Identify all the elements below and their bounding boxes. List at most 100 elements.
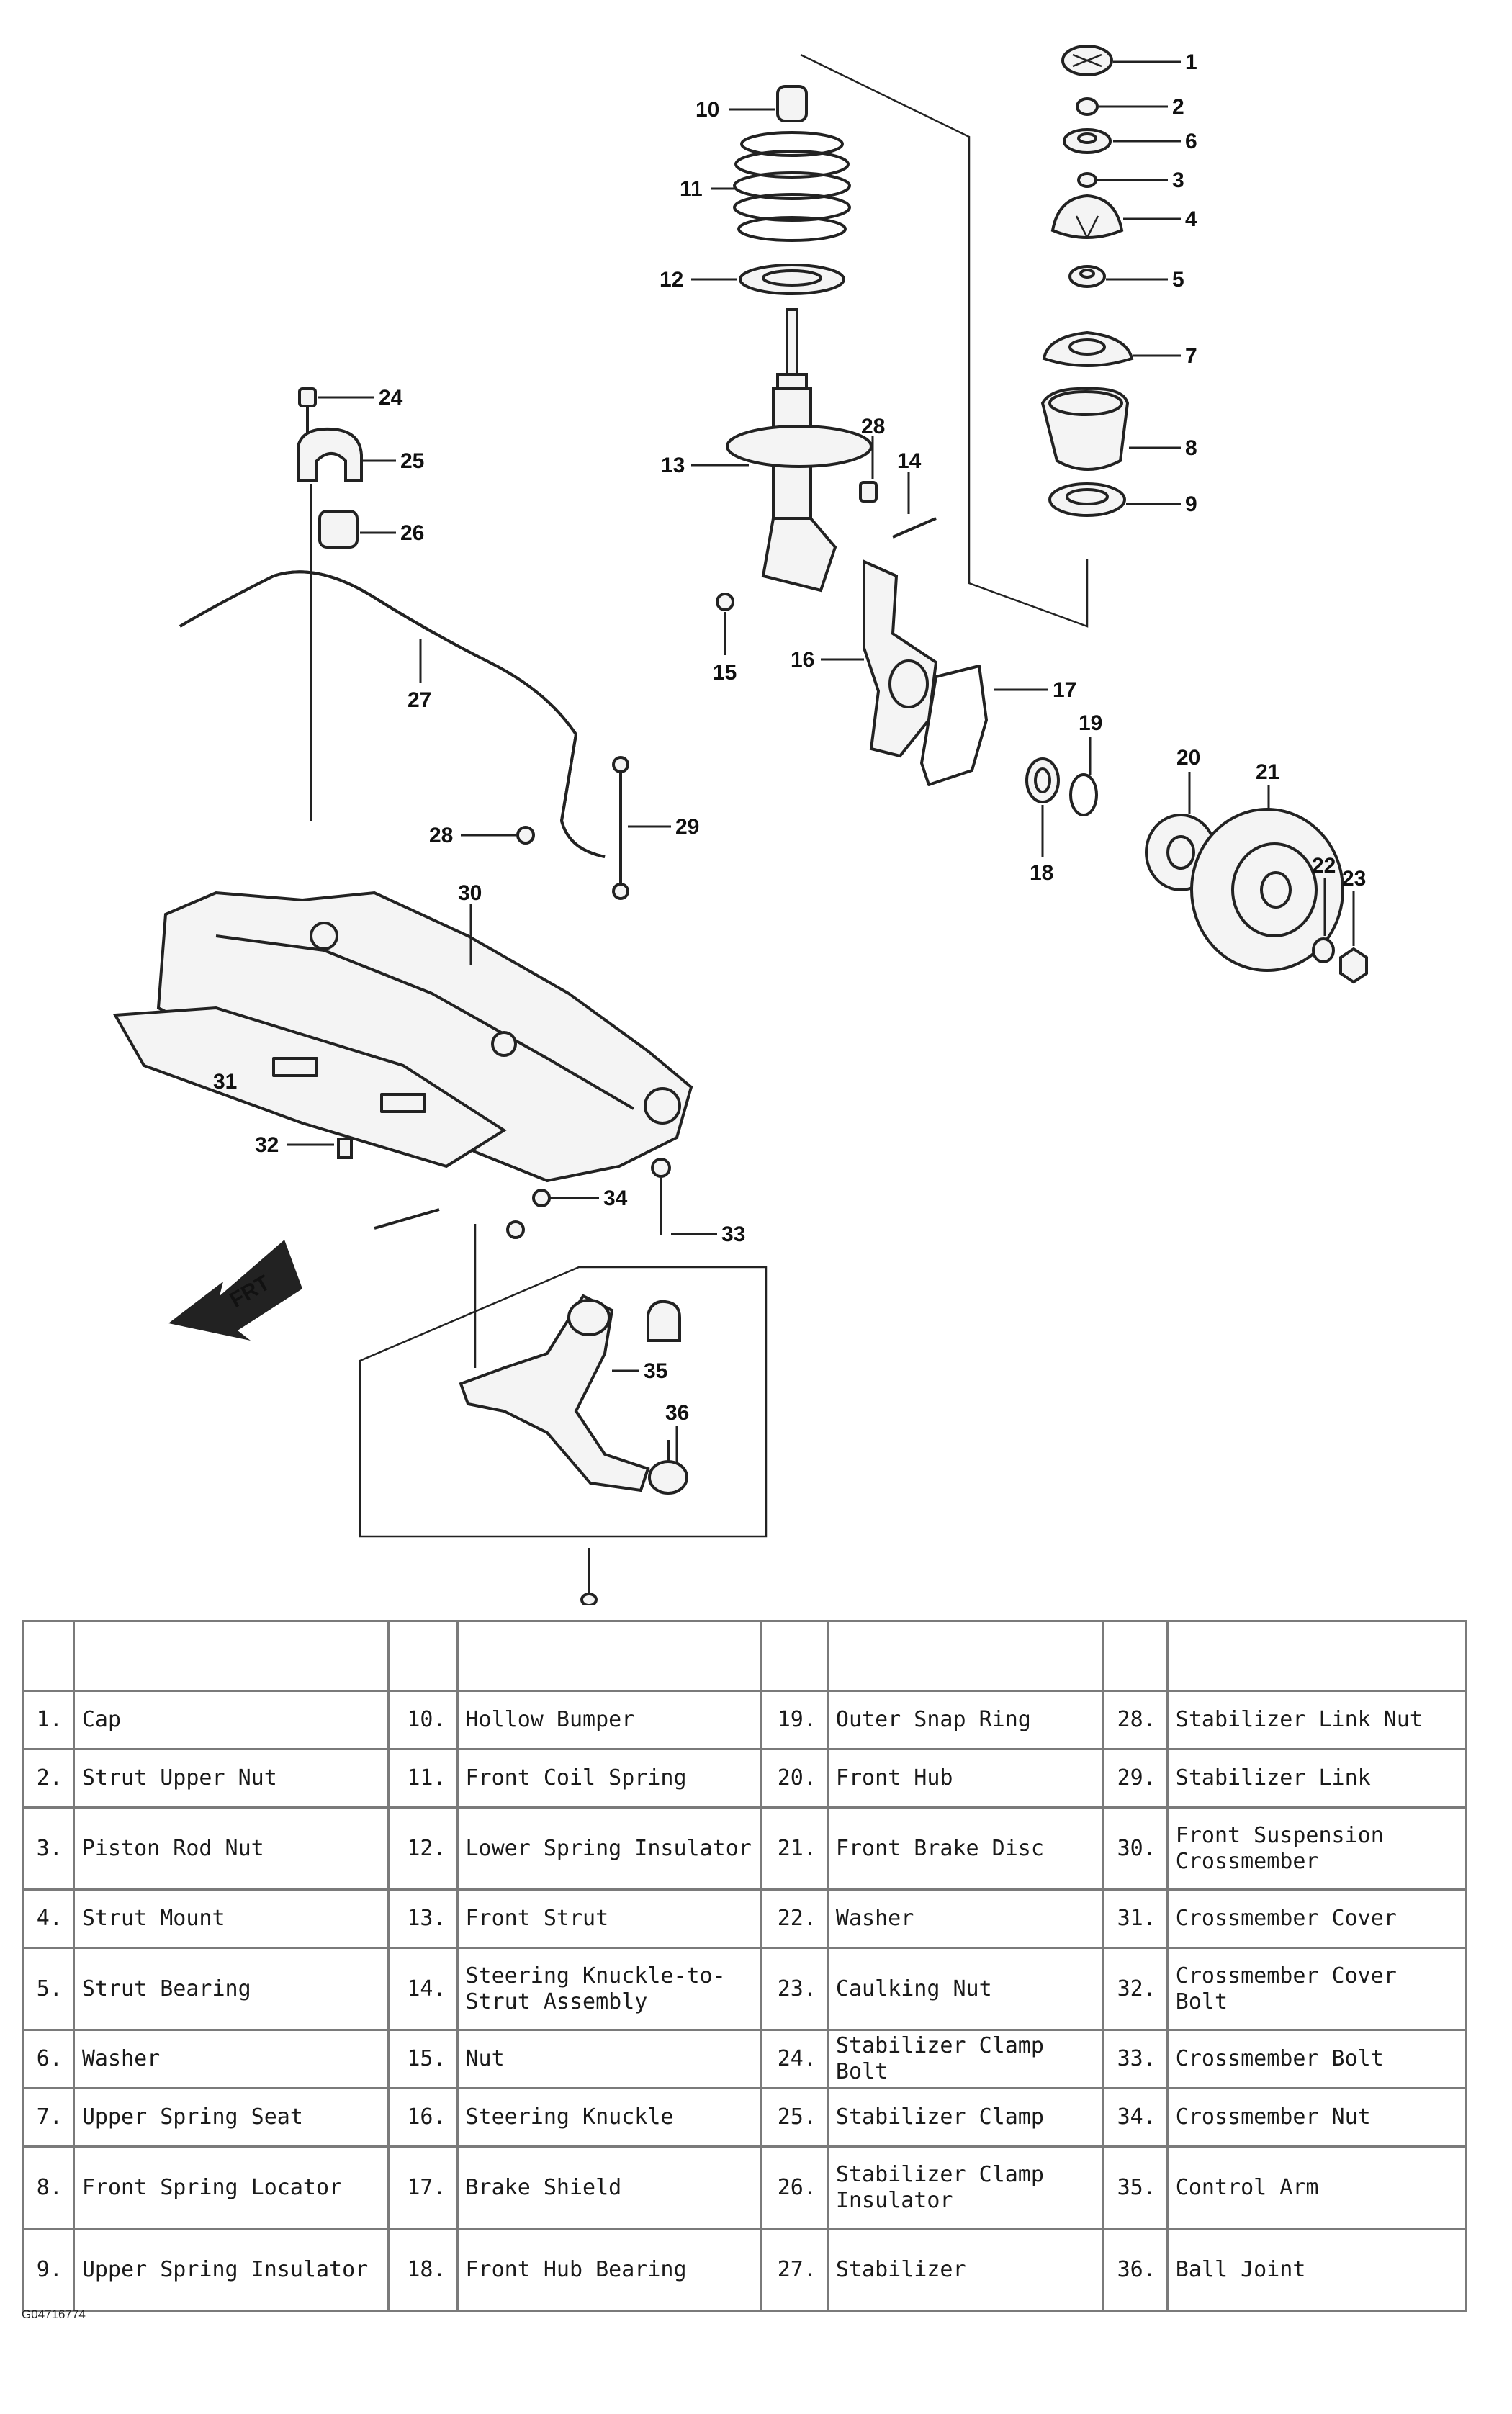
callout-11: 11: [680, 177, 703, 201]
legend-item-number: 26.: [759, 2145, 829, 2230]
washer-22-part: [1312, 937, 1335, 963]
upper-spring-seat-part: [1042, 330, 1134, 367]
callout-10: 10: [696, 98, 719, 122]
legend-item-name: Ball Joint: [1166, 2228, 1468, 2312]
upper-spring-insulator-part: [1048, 482, 1126, 517]
front-strut-part: [726, 308, 873, 593]
callout-20: 20: [1176, 746, 1200, 770]
stabilizer-bar-part: [179, 570, 606, 858]
crossmember-cover-part: [112, 1006, 507, 1168]
front-coil-spring-part: [733, 131, 851, 242]
callout-19: 19: [1079, 711, 1102, 735]
legend-item-name: Lower Spring Insulator: [456, 1806, 762, 1891]
legend-item-name: Crossmember Cover: [1166, 1888, 1468, 1949]
legend-item-name: Strut Upper Nut: [72, 1748, 390, 1809]
callout-25: 25: [400, 449, 424, 473]
callout-8: 8: [1185, 436, 1197, 460]
cap-part: [1061, 45, 1113, 76]
legend-item-name: Front Suspension Crossmember: [1166, 1806, 1468, 1891]
control-arm-inset: [359, 1266, 768, 1605]
callout-numbers: 1 2 3 4 5 6 7 8 9 10 11 12 13 14 15 16 1…: [213, 50, 1366, 1425]
crossmember-bolt-part: [651, 1158, 671, 1235]
callout-7: 7: [1185, 344, 1197, 368]
legend-item-number: 23.: [759, 1947, 829, 2031]
legend-item-name: Washer: [72, 2029, 390, 2089]
callout-2: 2: [1172, 95, 1184, 119]
legend-item-number: 9.: [22, 2228, 75, 2312]
callout-17: 17: [1053, 678, 1076, 702]
image-code: G04716774: [22, 2307, 86, 2321]
legend-item-number: 25.: [759, 2087, 829, 2148]
legend-item-number: 22.: [759, 1888, 829, 1949]
legend-item-name: Stabilizer Clamp: [826, 2087, 1104, 2148]
hollow-bumper-part: [776, 85, 808, 122]
legend-item-name: Stabilizer Link: [1166, 1748, 1468, 1809]
legend-item-name: Stabilizer Clamp Bolt: [826, 2029, 1104, 2089]
piston-rod-nut-part: [1077, 172, 1097, 188]
callout-21: 21: [1256, 760, 1279, 784]
legend-item-number: 16.: [387, 2087, 459, 2148]
front-spring-locator-part: [1040, 387, 1130, 471]
stabilizer-clamp-part: [297, 427, 363, 482]
crossmember-cover-bolt-part: [337, 1138, 353, 1159]
strut-mount-stack: [1040, 45, 1134, 517]
callout-9: 9: [1185, 492, 1197, 516]
legend-item-number: 6.: [22, 2029, 75, 2089]
hub-disc-assembly: [1025, 757, 1368, 984]
legend-item-number: 11.: [387, 1748, 459, 1809]
nut-15-part: [716, 593, 734, 611]
legend-item-name: Washer: [826, 1888, 1104, 1949]
legend-item-name: Stabilizer: [826, 2228, 1104, 2312]
legend-item-name: Piston Rod Nut: [72, 1806, 390, 1891]
control-arm-part: [459, 1294, 650, 1492]
callout-24: 24: [379, 386, 403, 410]
legend-item-number: 31.: [1102, 1888, 1169, 1949]
strut-bearing-part: [1068, 265, 1106, 288]
legend-item-name: Crossmember Bolt: [1166, 2029, 1468, 2089]
legend-item-number: 32.: [1102, 1947, 1169, 2031]
callout-6: 6: [1185, 130, 1197, 153]
callout-15: 15: [713, 661, 737, 685]
legend-item-number: 24.: [759, 2029, 829, 2089]
stabilizer-clamp-insulator-part: [318, 510, 359, 549]
legend-item-number: 7.: [22, 2087, 75, 2148]
legend-item-name: Strut Mount: [72, 1888, 390, 1949]
legend-item-number: 19.: [759, 1690, 829, 1750]
front-brake-disc-part: [1190, 808, 1344, 972]
legend-item-name: Caulking Nut: [826, 1947, 1104, 2031]
callout-12: 12: [660, 268, 683, 292]
callout-32: 32: [255, 1133, 279, 1157]
callout-34: 34: [603, 1186, 628, 1210]
stabilizer-link-part: [612, 756, 629, 900]
callout-27: 27: [408, 688, 431, 712]
legend-item-name: Upper Spring Seat: [72, 2087, 390, 2148]
strut-mount-part: [1050, 194, 1124, 239]
legend-item-number: 4.: [22, 1888, 75, 1949]
front-direction-arrow: FRT: [168, 1240, 302, 1341]
callout-1: 1: [1185, 50, 1197, 74]
callout-4: 4: [1185, 207, 1197, 231]
callout-18: 18: [1030, 861, 1053, 885]
legend-item-name: Stabilizer Clamp Insulator: [826, 2145, 1104, 2230]
callout-30: 30: [458, 881, 482, 905]
brake-shield-part: [920, 665, 988, 786]
callout-5: 5: [1172, 268, 1184, 292]
legend-item-number: 1.: [22, 1690, 75, 1750]
control-arm-bushing-part: [647, 1300, 681, 1342]
strut-upper-nut-part: [1076, 97, 1099, 116]
front-hub-bearing-part: [1025, 757, 1060, 803]
legend-item-name: Cap: [72, 1690, 390, 1750]
legend-item-number: 14.: [387, 1947, 459, 2031]
legend-item-number: 29.: [1102, 1748, 1169, 1809]
legend-item-number: 35.: [1102, 2145, 1169, 2230]
legend-item-number: 15.: [387, 2029, 459, 2089]
legend-item-name: Stabilizer Link Nut: [1166, 1690, 1468, 1750]
legend-item-name: Front Hub Bearing: [456, 2228, 762, 2312]
leader-lines: [287, 60, 1355, 1462]
legend-item-name: Front Strut: [456, 1888, 762, 1949]
callout-26: 26: [400, 521, 424, 545]
